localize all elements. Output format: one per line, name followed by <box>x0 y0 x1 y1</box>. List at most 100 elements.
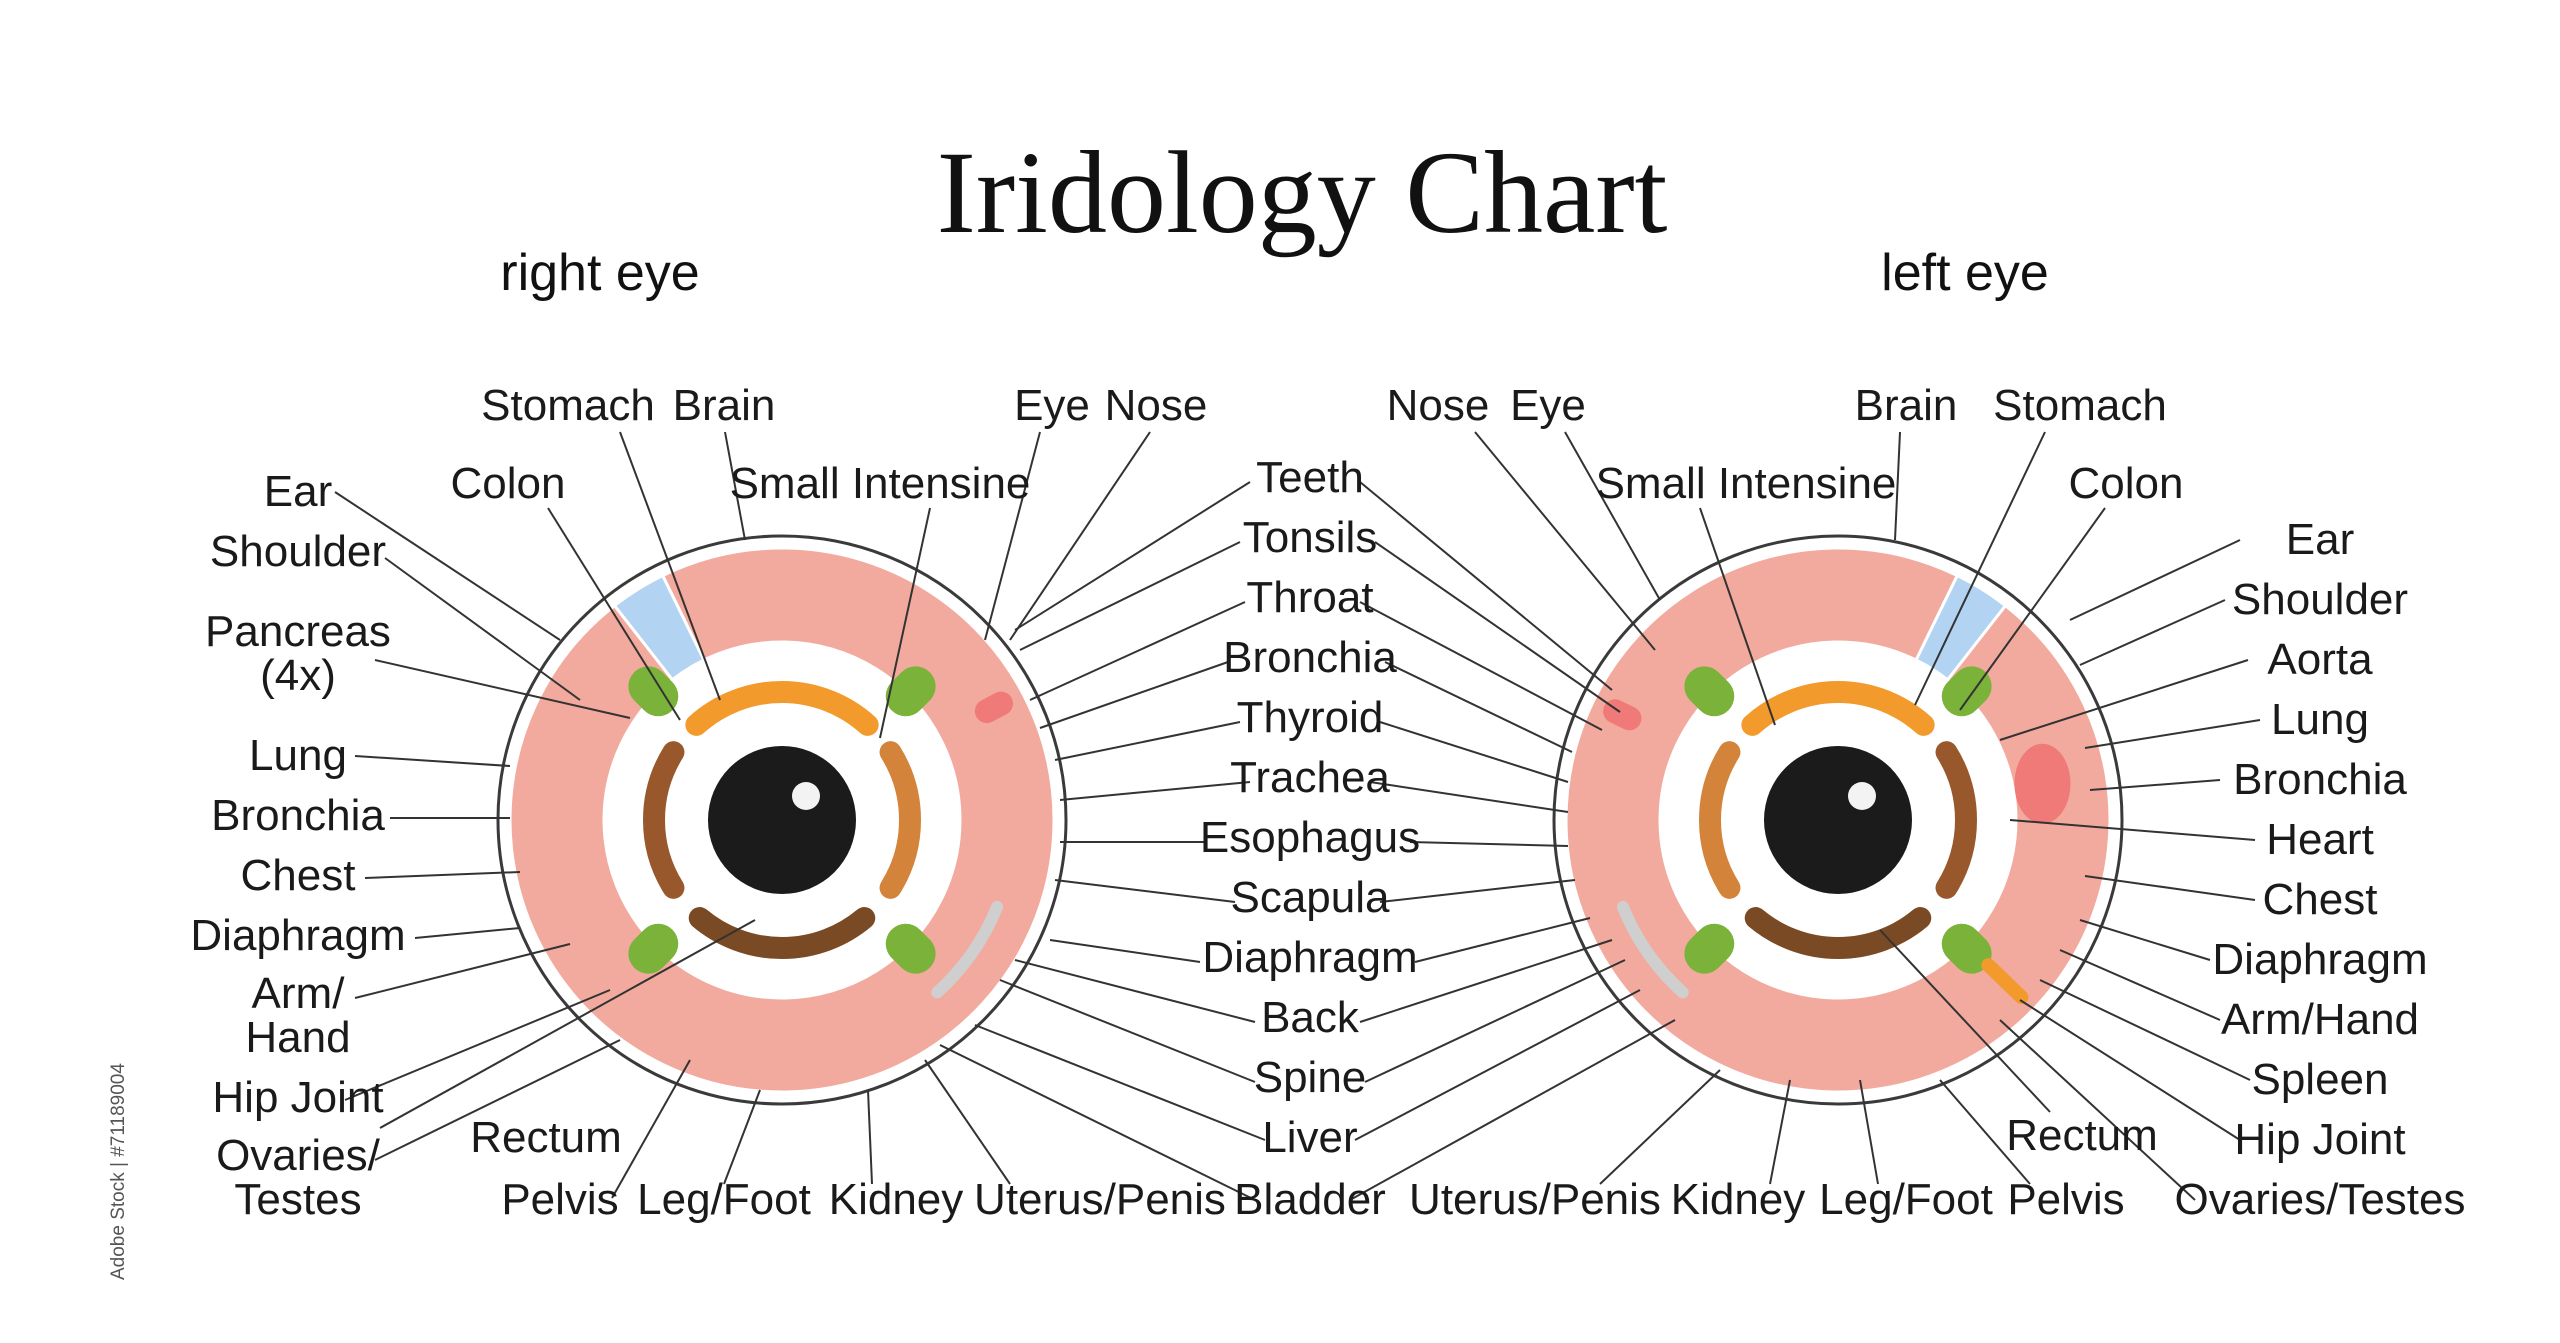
label-teeth: Teeth <box>1256 453 1364 502</box>
label-thyroid: Thyroid <box>1237 693 1384 742</box>
leader-line <box>1059 781 1251 801</box>
leader-line <box>379 919 756 1129</box>
leader-line <box>1369 781 1569 813</box>
leader-line <box>924 1059 1011 1185</box>
le-pancreas-node <box>1941 923 1992 974</box>
right-eye <box>496 534 1068 1106</box>
leader-line <box>1054 721 1241 761</box>
label-le-nose: Nose <box>1387 381 1490 430</box>
label-le-bronchia: Bronchia <box>2233 755 2407 804</box>
re-pancreas-node <box>885 923 936 974</box>
leader-line <box>1999 659 2249 741</box>
leader-line <box>2089 779 2221 791</box>
left-pupil-highlight <box>1848 782 1876 810</box>
left-eye <box>1552 534 2124 1106</box>
label-le-colon: Colon <box>2069 459 2184 508</box>
label-le-kidney: Kidney <box>1671 1175 1806 1224</box>
re-colon-arc <box>643 741 685 899</box>
label-le-diaphragm: Diaphragm <box>2212 935 2427 984</box>
label-re-lung: Lung <box>249 731 347 780</box>
right-pupil-highlight <box>792 782 820 810</box>
label-re-nose: Nose <box>1105 381 1208 430</box>
label-le-stomach: Stomach <box>1993 381 2167 430</box>
stock-credit: Adobe Stock | #71189004 <box>108 1063 129 1280</box>
label-le-hip-joint: Hip Joint <box>2234 1115 2405 1164</box>
leader-line <box>1014 959 1256 1023</box>
label-re-pelvis: Pelvis <box>501 1175 618 1224</box>
re-tonsil-spot <box>974 691 1013 724</box>
label-re-shoulder: Shoulder <box>210 527 386 576</box>
leader-line <box>2084 875 2256 901</box>
left-eye-heading: left eye <box>1881 244 2049 302</box>
right-eye-labels: Stomach Brain Eye Nose Ear Colon Small I… <box>190 381 1226 1224</box>
label-re-testes: Testes <box>234 1175 361 1224</box>
le-small-intestine-arc <box>1699 741 1741 899</box>
le-pancreas-node <box>1684 923 1735 974</box>
label-diaphragm-center: Diaphragm <box>1202 933 1417 982</box>
leader-line <box>999 979 1256 1083</box>
label-le-arm-hand: Arm/Hand <box>2221 995 2419 1044</box>
leader-line <box>2019 999 2241 1141</box>
re-pancreas-node <box>628 666 679 717</box>
label-le-chest: Chest <box>2263 875 2378 924</box>
re-pancreas-node <box>885 666 936 717</box>
leader-line <box>939 1044 1256 1201</box>
label-re-hip-joint: Hip Joint <box>212 1073 383 1122</box>
leader-line <box>1409 841 1569 847</box>
left-pupil <box>1764 746 1912 894</box>
label-le-rectum: Rectum <box>2006 1111 2158 1160</box>
label-le-shoulder: Shoulder <box>2232 575 2408 624</box>
right-eye-heading: right eye <box>500 244 699 302</box>
leader-line <box>1769 1079 1791 1185</box>
leader-line <box>1029 601 1246 701</box>
leader-line <box>1049 939 1201 963</box>
re-stomach-arc <box>685 681 879 736</box>
leader-line <box>354 943 571 999</box>
leader-line <box>619 431 721 701</box>
leader-line <box>1699 507 1776 726</box>
re-pancreas-node <box>628 923 679 974</box>
leader-line <box>1359 939 1613 1023</box>
label-back: Back <box>1261 993 1360 1042</box>
leader-line <box>1039 661 1229 729</box>
label-le-aorta: Aorta <box>2267 635 2373 684</box>
label-spine: Spine <box>1254 1053 1367 1102</box>
leader-line <box>344 989 611 1101</box>
leader-line <box>984 431 1041 641</box>
leader-line <box>1354 989 1641 1141</box>
leader-line <box>374 659 631 719</box>
leader-line <box>1359 481 1613 691</box>
leader-line <box>1959 507 2106 711</box>
leader-line <box>1379 879 1576 903</box>
leader-line <box>384 557 581 701</box>
leader-line <box>1374 541 1621 713</box>
label-throat: Throat <box>1246 573 1373 622</box>
leader-line <box>2079 599 2226 666</box>
leader-line <box>1019 541 1241 651</box>
label-le-spleen: Spleen <box>2251 1055 2388 1104</box>
leader-line <box>2069 539 2241 621</box>
leader-line <box>724 431 746 541</box>
label-le-ovaries-testes: Ovaries/Testes <box>2175 1175 2466 1224</box>
re-small-intestine-arc <box>879 741 921 899</box>
leader-line <box>1014 481 1251 631</box>
label-le-lung: Lung <box>2271 695 2369 744</box>
label-le-pelvis: Pelvis <box>2007 1175 2124 1224</box>
leader-line <box>2084 719 2261 749</box>
label-bronchia-center: Bronchia <box>1223 633 1397 682</box>
label-re-chest: Chest <box>241 851 356 900</box>
le-spine-arc <box>1616 900 1689 999</box>
leader-line <box>867 1089 873 1185</box>
leader-line <box>1859 1079 1879 1185</box>
label-re-pancreas: Pancreas <box>205 607 391 656</box>
leader-line <box>1894 431 1901 541</box>
label-re-colon: Colon <box>451 459 566 508</box>
label-esophagus: Esophagus <box>1200 813 1420 862</box>
label-re-small-intensine: Small Intensine <box>730 459 1031 508</box>
leader-line <box>2059 949 2221 1021</box>
label-bladder: Bladder <box>1234 1175 1386 1224</box>
label-trachea: Trachea <box>1230 753 1390 802</box>
label-re-hand: Hand <box>245 1013 350 1062</box>
label-re-rectum: Rectum <box>470 1113 622 1162</box>
le-stomach-arc <box>1741 681 1935 736</box>
